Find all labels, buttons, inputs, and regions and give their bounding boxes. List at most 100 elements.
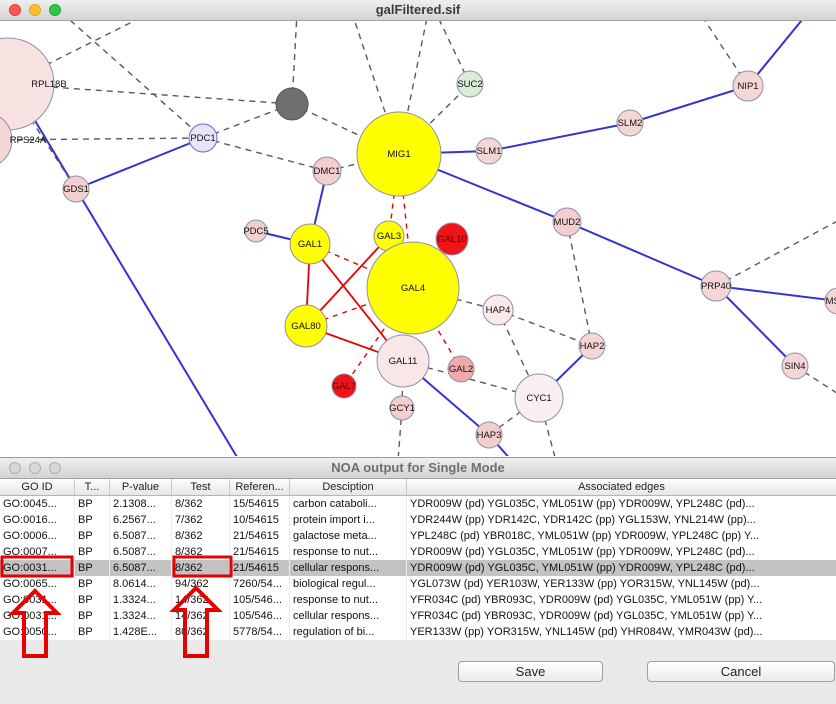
table-cell: 6.2567... [110, 512, 172, 528]
save-button[interactable]: Save [458, 661, 603, 682]
column-header-referen[interactable]: Referen... [230, 479, 290, 495]
edge-off-PDC1[interactable] [62, 21, 204, 139]
node-cyc1[interactable] [514, 373, 564, 423]
node-mig1[interactable] [356, 111, 442, 197]
noa-window-titlebar[interactable]: NOA output for Single Mode [0, 458, 836, 479]
node-rps24a[interactable] [0, 112, 13, 168]
column-header-t[interactable]: T... [75, 479, 110, 495]
column-header-p-value[interactable]: P-value [110, 479, 172, 495]
table-cell: 21/54615 [230, 544, 290, 560]
table-cell: 80/362 [172, 624, 230, 640]
node-msl1[interactable] [824, 287, 836, 315]
column-header-go-id[interactable]: GO ID [0, 479, 75, 495]
table-cell: GO:0006... [0, 528, 75, 544]
node-label-nip1: NIP1 [737, 81, 758, 92]
table-cell: 8/362 [172, 496, 230, 512]
table-cell: 21/54615 [230, 528, 290, 544]
node-label-gcy1: GCY1 [389, 403, 415, 414]
node-gcy1[interactable] [389, 395, 415, 421]
node-pdc1[interactable] [188, 123, 218, 153]
edge-MUD2-PRP40[interactable] [566, 221, 717, 287]
table-cell: biological regul... [290, 576, 407, 592]
edge-SLM1-SLM2[interactable] [488, 122, 631, 152]
table-cell: YFR034C (pd) YBR093C, YDR009W (pd) YGL03… [410, 594, 763, 606]
table-cell: BP [75, 496, 110, 512]
edge-RPL18B-gray1[interactable] [7, 83, 293, 105]
node-slm2[interactable] [616, 109, 644, 137]
node-label-gal7: GAL7 [332, 381, 356, 392]
node-gal10[interactable] [435, 222, 469, 256]
node-label-suc2: SUC2 [457, 79, 482, 90]
edge-SLM2-NIP1[interactable] [629, 85, 749, 124]
table-cell: YDR009W (pd) YGL035C, YML051W (pp) YDR00… [410, 498, 755, 510]
table-cell: response to nut... [290, 544, 407, 560]
edge-gray1-MIG1[interactable] [291, 103, 400, 155]
column-header-test[interactable]: Test [172, 479, 230, 495]
node-gal4[interactable] [366, 241, 460, 335]
node-slm1[interactable] [475, 137, 503, 165]
minimize-button[interactable] [29, 462, 41, 474]
node-mud2[interactable] [552, 207, 582, 237]
edge-PDC1-GDS1[interactable] [75, 137, 204, 190]
node-suc2[interactable] [456, 70, 484, 98]
network-canvas[interactable]: RPL18BRPS24AGDS1PDC1MIG1SUC2SLM1SLM2NIP1… [0, 21, 836, 456]
table-cell: 6.5087... [110, 544, 172, 560]
close-button[interactable] [9, 462, 21, 474]
edge-RPS24A-PDC1[interactable] [0, 137, 204, 141]
table-cell: BP [75, 560, 110, 576]
node-label-gds1: GDS1 [63, 184, 89, 195]
close-button[interactable] [9, 4, 21, 16]
node-gal11[interactable] [376, 334, 430, 388]
edge-MUD2-HAP2[interactable] [566, 221, 593, 347]
node-label-gal4: GAL4 [401, 283, 425, 294]
minimize-button[interactable] [29, 4, 41, 16]
table-cell: 2.1308... [110, 496, 172, 512]
zoom-button[interactable] [49, 462, 61, 474]
node-label-gal11: GAL11 [389, 356, 418, 367]
node-label-pdc1: PDC1 [190, 133, 215, 144]
table-cell: YDR244W (pp) YDR142C, YDR142C (pp) YGL15… [410, 514, 756, 526]
node-pdc5[interactable] [244, 219, 268, 243]
cancel-button[interactable]: Cancel [647, 661, 835, 682]
node-gray1[interactable] [275, 87, 309, 121]
table-cell: 5778/54... [230, 624, 290, 640]
node-hap4[interactable] [482, 294, 514, 326]
edge-HAP4-HAP2[interactable] [497, 309, 593, 347]
edge-PDC1-DMC1[interactable] [202, 137, 328, 172]
table-cell: YPL248C (pd) YBR018C, YML051W (pp) YDR00… [410, 530, 760, 542]
table-cell: BP [75, 528, 110, 544]
column-header-desciption[interactable]: Desciption [290, 479, 407, 495]
node-gal2[interactable] [447, 355, 475, 383]
column-header-associated-edges[interactable]: Associated edges [578, 481, 665, 493]
node-nip1[interactable] [732, 70, 764, 102]
node-dmc1[interactable] [312, 156, 342, 186]
node-hap2[interactable] [578, 332, 606, 360]
edge-PRP40-SIN4[interactable] [715, 285, 796, 367]
edge-PRP40-MSL1[interactable] [715, 285, 836, 302]
node-sin4[interactable] [781, 352, 809, 380]
node-gal80[interactable] [284, 304, 328, 348]
node-gal7[interactable] [331, 373, 357, 399]
table-cell: 94/362 [172, 576, 230, 592]
network-window-titlebar[interactable]: galFiltered.sif [0, 0, 836, 21]
node-prp40[interactable] [700, 270, 732, 302]
edge-off-off[interactable] [27, 108, 238, 456]
table-cell: 7/362 [172, 512, 230, 528]
edge-GCY1-off[interactable] [397, 407, 403, 456]
node-hap3[interactable] [475, 421, 503, 449]
table-cell: GO:0031... [0, 592, 75, 608]
zoom-button[interactable] [49, 4, 61, 16]
node-gal1[interactable] [289, 223, 331, 265]
edge-PRP40-off[interactable] [715, 217, 836, 287]
table-cell: GO:0045... [0, 496, 75, 512]
node-gds1[interactable] [62, 175, 90, 203]
